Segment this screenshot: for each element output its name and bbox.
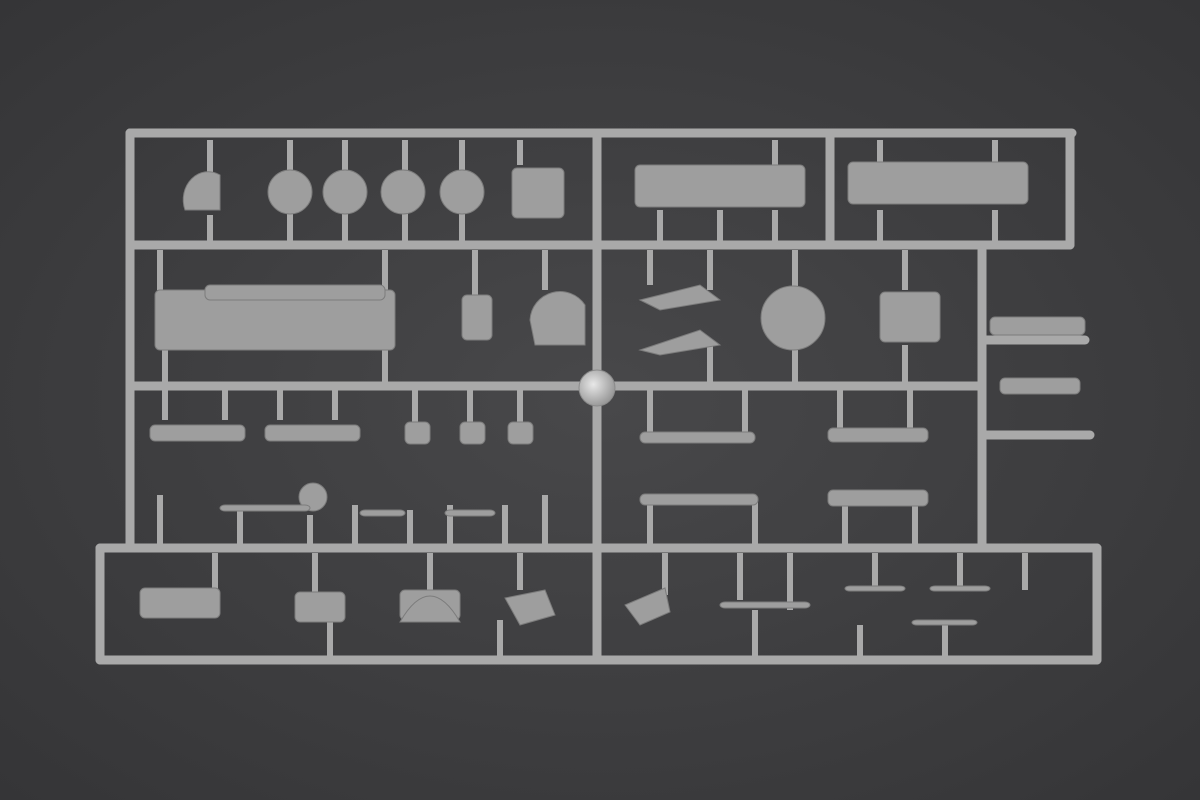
rod-part — [844, 585, 906, 592]
bracket-part — [149, 424, 246, 442]
fuel-tank — [827, 427, 929, 443]
road-wheel — [322, 169, 368, 215]
dome-cover-part — [529, 291, 586, 346]
small-block — [459, 421, 486, 445]
seat-bracket-part — [624, 587, 671, 626]
track-guard-left — [634, 164, 806, 208]
axle-part — [989, 316, 1086, 336]
machine-gun-part — [219, 504, 311, 512]
fan-disc — [760, 285, 826, 351]
hull-cover — [511, 167, 565, 219]
sprue-parts — [139, 161, 1086, 626]
barrel-part — [639, 493, 759, 506]
seat-bracket-part — [504, 589, 556, 626]
rod-part — [911, 619, 978, 626]
tow-cable-part — [719, 601, 811, 609]
road-wheel — [439, 169, 485, 215]
seat-part — [294, 591, 346, 623]
bracket-part — [264, 424, 361, 442]
track-guard-right — [847, 161, 1029, 205]
road-wheel — [267, 169, 313, 215]
turret-plate — [879, 291, 941, 343]
small-block — [507, 421, 534, 445]
rod-part — [929, 585, 991, 592]
exhaust-part — [999, 377, 1081, 395]
bipod-part — [359, 509, 406, 517]
sprue-gates — [157, 140, 1028, 660]
small-block — [404, 421, 431, 445]
fuel-tank — [827, 489, 929, 507]
dome-half-part — [182, 171, 221, 211]
gearbox-part — [139, 587, 221, 619]
figure-part — [638, 329, 722, 356]
sprue-center-tag — [578, 369, 616, 407]
engine-deck-detail — [204, 284, 386, 301]
hatch-part — [461, 294, 493, 341]
bipod-part — [444, 509, 496, 517]
barrel-part — [639, 431, 756, 444]
curved-shield-part — [399, 595, 461, 623]
figure-part — [638, 284, 722, 311]
road-wheel — [380, 169, 426, 215]
gun-mount-disc — [298, 482, 328, 512]
